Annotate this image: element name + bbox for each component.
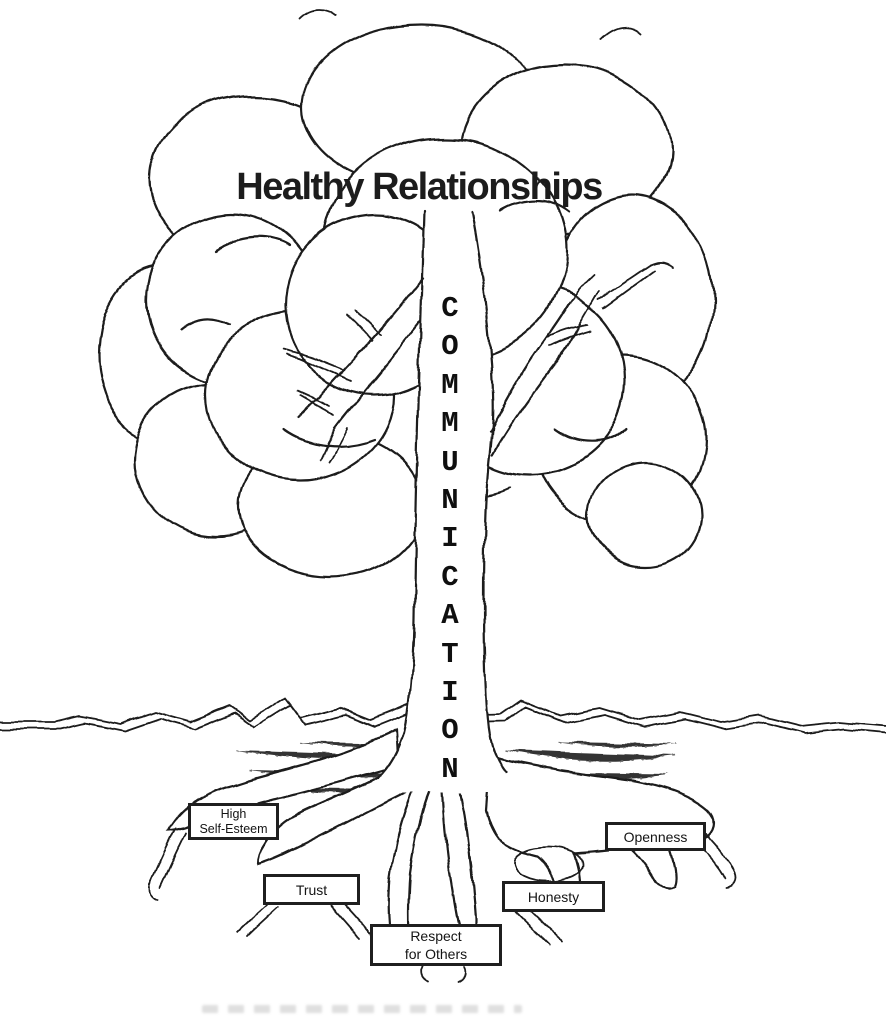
trunk-letter: C bbox=[441, 560, 459, 594]
trunk-letter: T bbox=[441, 637, 459, 671]
root-label-line: for Others bbox=[404, 946, 468, 962]
root-label-line: High bbox=[220, 806, 247, 821]
canopy-foliage bbox=[96, 8, 715, 579]
tree-trunk bbox=[375, 210, 511, 792]
trunk-letter: O bbox=[441, 330, 459, 364]
diagram-title: Healthy Relationships bbox=[236, 166, 603, 208]
root-label-line: Trust bbox=[295, 881, 328, 898]
root-label-line: Self-Esteem bbox=[199, 821, 268, 836]
trunk-letter: M bbox=[441, 407, 459, 441]
trunk-fill bbox=[375, 212, 511, 792]
faint-footer-smudge bbox=[202, 1005, 522, 1013]
root-label-openness: Openness bbox=[605, 822, 706, 851]
root-label-line: Respect bbox=[410, 928, 462, 944]
root-label-line: Honesty bbox=[527, 888, 580, 905]
root-label-high-self-esteem: High Self-Esteem bbox=[188, 803, 279, 840]
trunk-letter: O bbox=[441, 714, 459, 748]
trunk-letter: A bbox=[441, 599, 459, 633]
trunk-letter: I bbox=[441, 522, 459, 556]
trunk-letter: C bbox=[441, 292, 459, 325]
trunk-letter: I bbox=[441, 675, 459, 709]
root-label-trust: Trust bbox=[263, 874, 360, 905]
trunk-letter: U bbox=[441, 445, 459, 479]
trunk-letter: M bbox=[441, 368, 459, 402]
root-label-line: Openness bbox=[623, 828, 688, 845]
trunk-letter: N bbox=[441, 483, 459, 517]
trunk-word-communication: C O M M U N I C A T I O N bbox=[428, 290, 472, 789]
tree-branches bbox=[283, 261, 674, 463]
root-label-respect-for-others: Respect for Others bbox=[370, 924, 502, 966]
trunk-letter: N bbox=[441, 752, 459, 786]
root-label-honesty: Honesty bbox=[502, 881, 605, 912]
